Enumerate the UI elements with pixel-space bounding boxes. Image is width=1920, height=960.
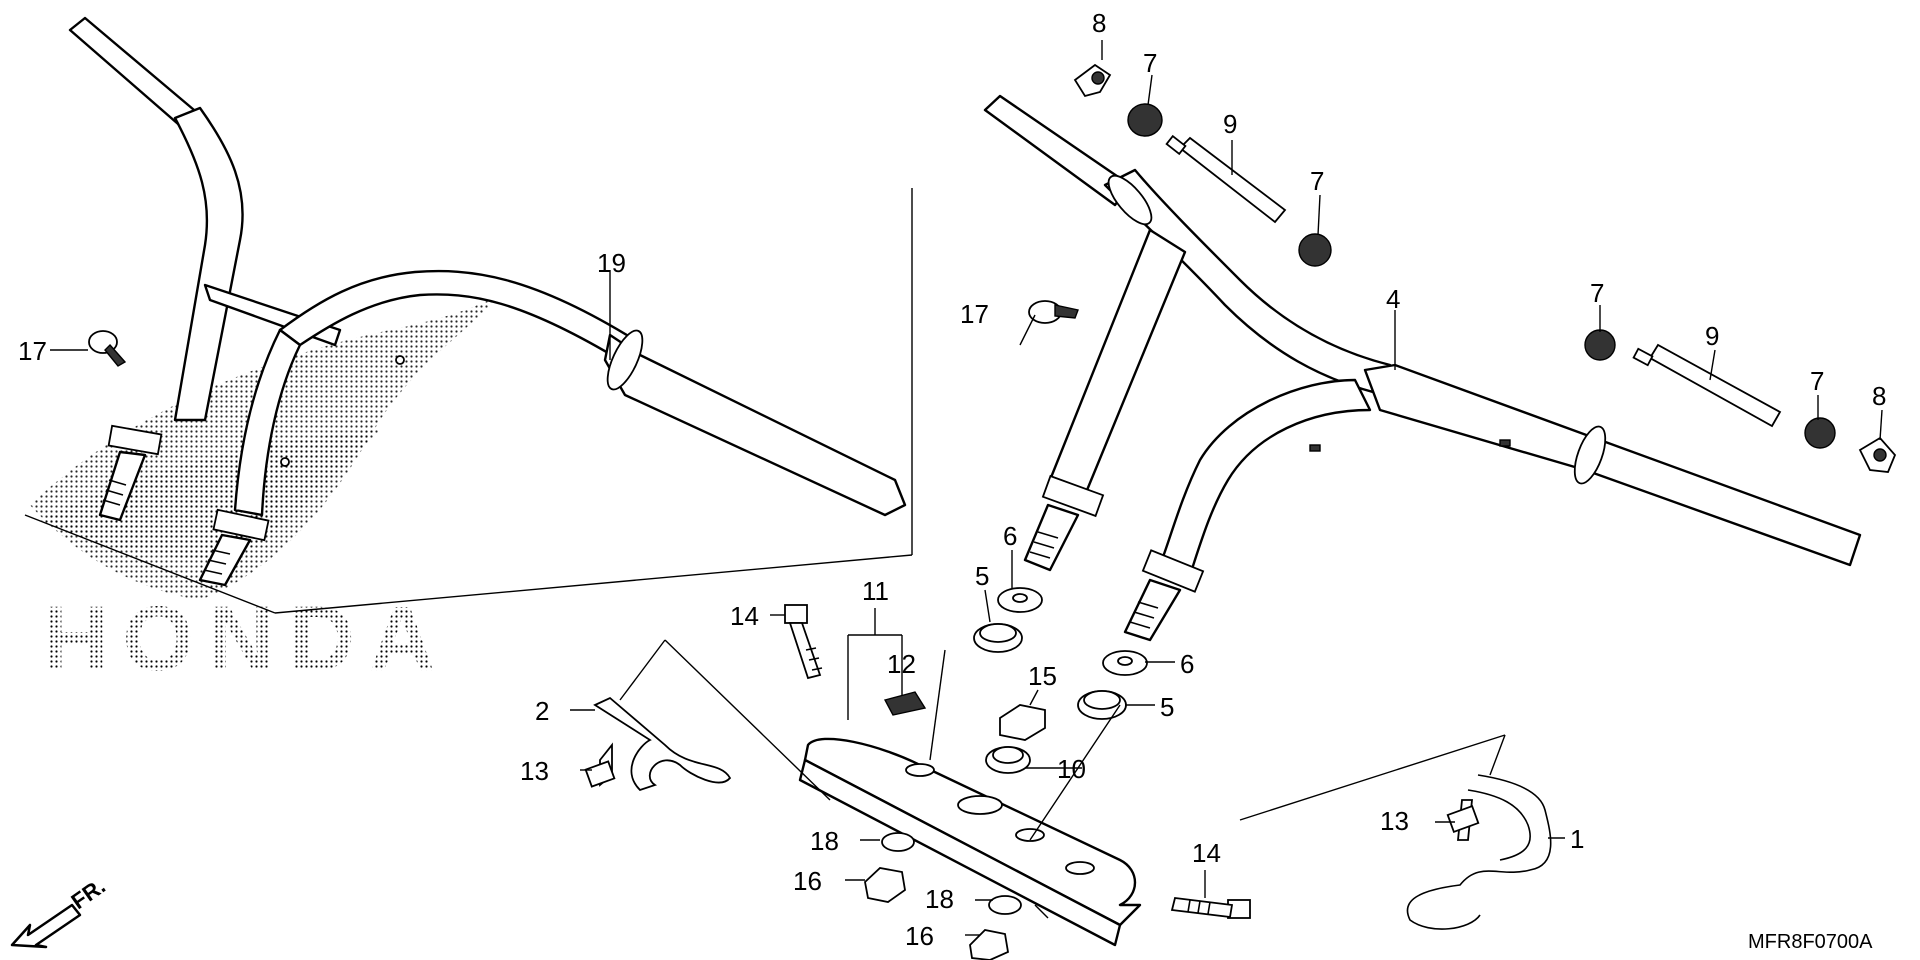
callout-14-lower: 14 (1192, 838, 1221, 868)
callout-18-right: 18 (925, 884, 954, 914)
diagram-code: MFR8F0700A (1748, 931, 1873, 953)
washer-part-18-left (881, 832, 915, 852)
cap-part-7-a (1127, 103, 1163, 137)
handlebar-part-4 (983, 94, 1862, 642)
clamp-part-8-top (1073, 63, 1112, 98)
weight-part-9-a (1165, 134, 1287, 224)
front-arrow-icon (10, 903, 82, 949)
callout-8-top: 8 (1092, 8, 1106, 38)
bolt-part-14-upper (784, 604, 823, 680)
callout-17-right: 17 (960, 299, 989, 329)
callout-5-lower: 5 (1160, 692, 1174, 722)
callout-12: 12 (887, 649, 916, 679)
clamp-part-8-right (1858, 436, 1897, 473)
callout-4: 4 (1386, 284, 1400, 314)
callout-16-right: 16 (905, 921, 934, 951)
callout-14-upper: 14 (730, 601, 759, 631)
callout-7-a: 7 (1143, 48, 1157, 78)
cap-part-7-c (1584, 329, 1616, 361)
inset-panel-border (24, 188, 913, 614)
callout-5-upper: 5 (975, 561, 989, 591)
cap-part-7-d (1804, 417, 1836, 449)
callout-1: 1 (1570, 824, 1584, 854)
bushing-part-5-lower (1077, 690, 1127, 720)
bolt-part-14-lower (1170, 897, 1251, 919)
nut-part-16-left (864, 867, 906, 903)
callout-9-a: 9 (1223, 109, 1237, 139)
nut-part-15 (999, 704, 1046, 741)
plate-part-12 (883, 691, 927, 716)
callout-9-b: 9 (1705, 321, 1719, 351)
clamp-part-17-left (88, 330, 127, 367)
callout-7-b: 7 (1310, 166, 1324, 196)
cap-part-7-b (1298, 233, 1332, 267)
front-direction-marker: FR. (10, 873, 110, 949)
bushing-part-5-upper (973, 623, 1023, 653)
callout-6-upper: 6 (1003, 521, 1017, 551)
callout-6-lower: 6 (1180, 649, 1194, 679)
callout-17-left: 17 (18, 336, 47, 366)
clamp-part-17-right (1028, 300, 1079, 324)
clip-part-2 (593, 696, 732, 792)
nut-part-16-right (969, 929, 1010, 960)
holder-part-11 (798, 737, 1142, 947)
callout-18-left: 18 (810, 826, 839, 856)
leader-lines (50, 40, 1883, 936)
callout-16-left: 16 (793, 866, 822, 896)
callout-13-right: 13 (1380, 806, 1409, 836)
callout-labels: 19 17 8 7 9 7 4 17 7 9 7 8 6 5 6 5 15 10… (18, 8, 1886, 951)
clamp-part-1 (1406, 774, 1552, 930)
weight-part-9-b (1632, 343, 1782, 428)
callout-15: 15 (1028, 661, 1057, 691)
callout-7-c: 7 (1590, 278, 1604, 308)
callout-19: 19 (597, 248, 626, 278)
handlebar-alt-part-19 (68, 16, 907, 587)
washer-part-6-upper (997, 587, 1043, 613)
callout-8-right: 8 (1872, 381, 1886, 411)
callout-10: 10 (1057, 754, 1086, 784)
callout-7-d: 7 (1810, 366, 1824, 396)
bolt-part-13-left (584, 742, 616, 788)
callout-11: 11 (862, 576, 889, 606)
washer-part-6-lower (1102, 650, 1148, 676)
washer-part-18-right (988, 895, 1022, 915)
callout-2: 2 (535, 696, 549, 726)
callout-13-left: 13 (520, 756, 549, 786)
bolt-part-13-right (1446, 799, 1480, 841)
bushing-part-10 (985, 746, 1031, 774)
